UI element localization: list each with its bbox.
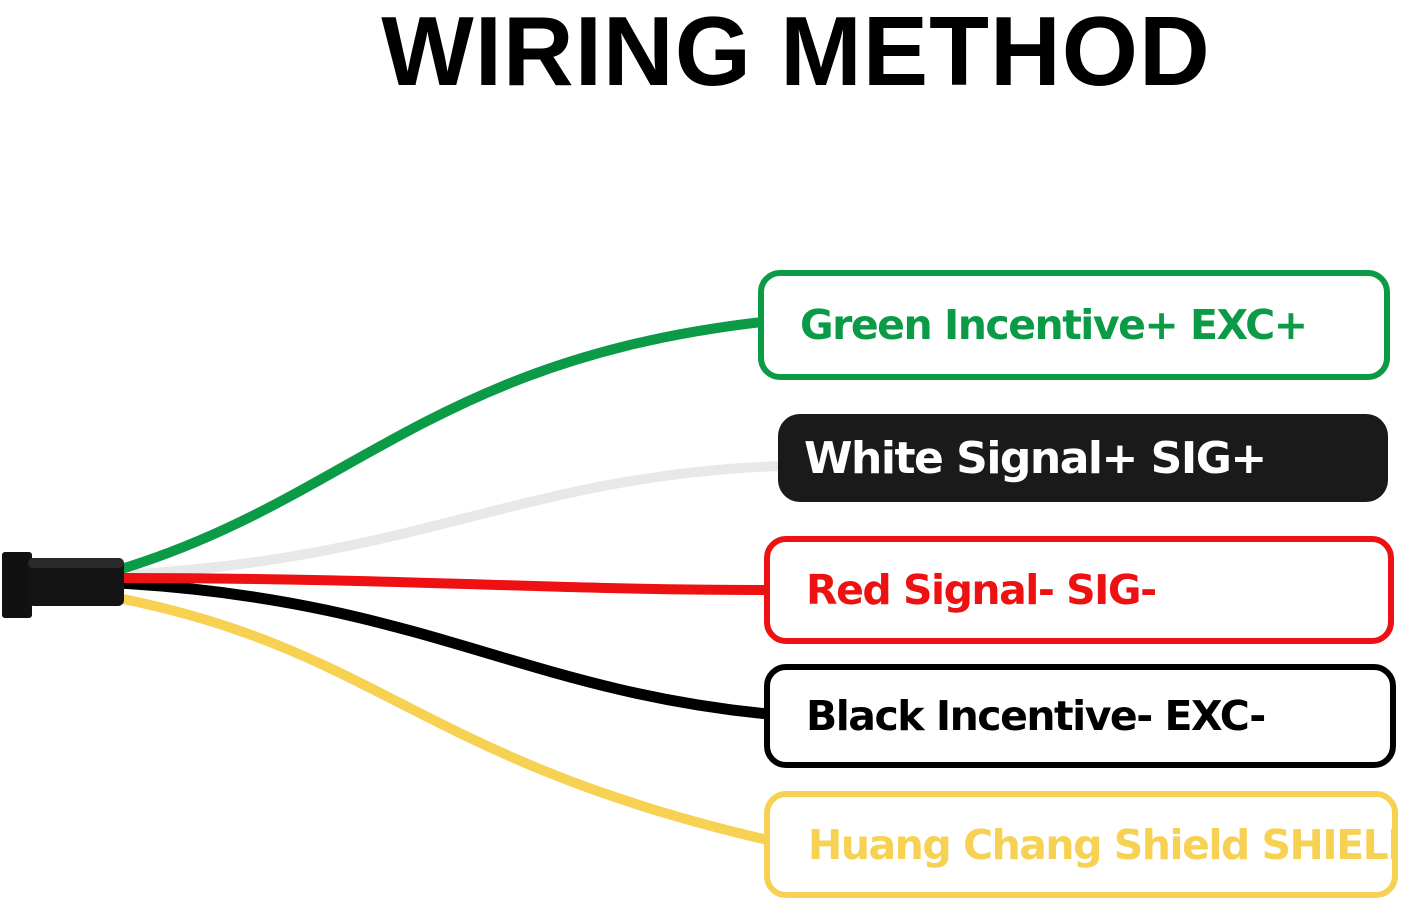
green-wire — [113, 317, 767, 575]
yellow-wire-label: Huang Chang Shield SHIELD — [764, 791, 1398, 898]
yellow-wire — [113, 593, 773, 845]
black-wire — [112, 577, 774, 720]
page-title: WIRING METHOD — [381, 0, 1211, 106]
white-wire — [113, 461, 787, 580]
red-wire-label: Red Signal- SIG- — [764, 536, 1394, 644]
cable-jacket — [2, 552, 124, 618]
green-wire-label: Green Incentive+ EXC+ — [758, 270, 1390, 380]
black-wire-label: Black Incentive- EXC- — [764, 664, 1396, 768]
red-wire — [113, 573, 773, 595]
white-wire-label: White Signal+ SIG+ — [778, 414, 1388, 502]
